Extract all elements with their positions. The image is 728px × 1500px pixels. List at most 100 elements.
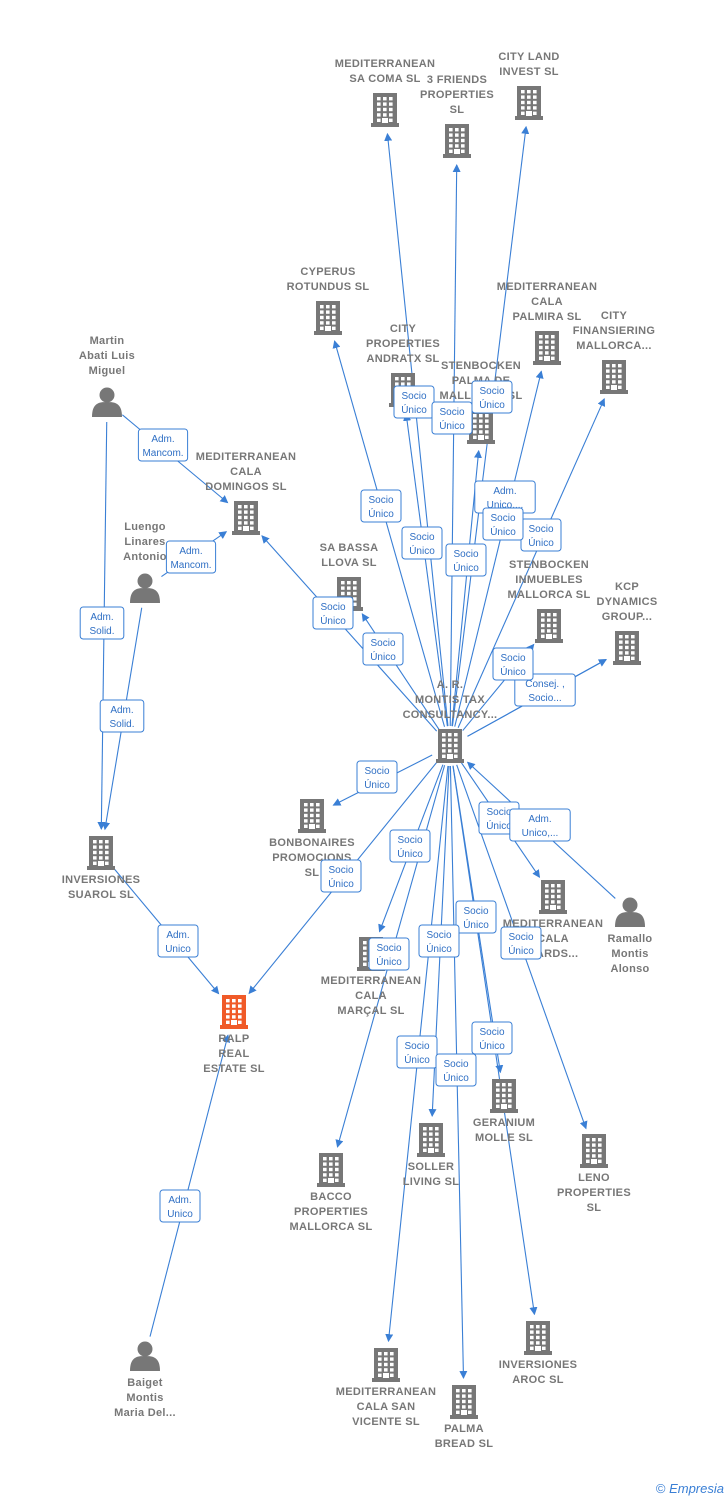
node-label: PALMIRA SL — [513, 311, 582, 323]
relation-text: Socio — [439, 407, 464, 418]
node-label: GERANIUM — [473, 1117, 535, 1129]
node-cityfin[interactable]: CITYFINANSIERINGMALLORCA... — [573, 310, 655, 394]
relation-text: Socio — [320, 602, 345, 613]
relation-label-adm-mancom[interactable]: Adm.Mancom. — [165, 540, 217, 574]
relation-text: Único — [368, 507, 394, 520]
building-icon — [371, 93, 399, 127]
building-icon — [436, 729, 464, 763]
relation-label-adm-solid[interactable]: Adm.Solid. — [79, 606, 125, 640]
relation-text: Unico — [165, 944, 191, 955]
relation-text: Único — [364, 778, 390, 791]
node-caladom[interactable]: MEDITERRANEAN CALA DOMINGOS SL — [196, 451, 296, 535]
node-label: RALP — [218, 1033, 249, 1045]
node-label: CALA — [537, 933, 569, 945]
node-kcp[interactable]: KCPDYNAMICSGROUP... — [596, 581, 657, 665]
relation-label-consej-socio[interactable]: Consej. ,Socio... — [514, 673, 576, 707]
building-icon — [613, 631, 641, 665]
brand-logo: Empresia — [669, 1481, 724, 1496]
node-calabards[interactable]: MEDITERRANEANCALABARDS... — [503, 880, 603, 960]
relation-text: Socio — [500, 653, 525, 664]
node-label: A. R. — [437, 679, 464, 691]
building-icon — [220, 995, 248, 1029]
node-label: CALA SAN — [357, 1401, 416, 1413]
node-cyperus[interactable]: CYPERUS ROTUNDUS SL — [287, 266, 370, 335]
node-label: LENO — [578, 1172, 610, 1184]
relation-text: Adm. — [90, 612, 113, 623]
node-label: MEDITERRANEAN — [196, 451, 296, 463]
relation-label-adm-mancom[interactable]: Adm.Mancom. — [137, 428, 189, 462]
relation-text: Mancom. — [142, 448, 183, 459]
edge-montis-stenpalma — [451, 449, 482, 727]
relation-text: Socio — [486, 807, 511, 818]
relation-text: Socio — [443, 1059, 468, 1070]
relation-label-adm-solid[interactable]: Adm.Solid. — [99, 699, 145, 733]
edge-montis-calapalmira — [454, 370, 544, 727]
node-label: PROPERTIES — [557, 1187, 631, 1199]
relation-text: Adm. — [528, 814, 551, 825]
edge-montis-cityfin — [457, 398, 606, 728]
relation-text: Único — [479, 398, 505, 411]
relation-text: Socio — [528, 524, 553, 535]
node-montis[interactable]: A. R.MONTIS TAXCONSULTANCY... — [403, 679, 498, 763]
building-icon — [443, 124, 471, 158]
building-icon — [539, 880, 567, 914]
node-label: INVEST SL — [499, 66, 559, 78]
relation-label-adm-unico[interactable]: Adm.Unico — [157, 924, 199, 958]
node-label: STENBOCKEN — [509, 559, 589, 571]
relation-text: Solid. — [109, 719, 134, 730]
footer-brand[interactable]: © Empresia — [656, 1481, 724, 1496]
relation-text: Unico — [167, 1209, 193, 1220]
edge-montis-cityprop — [403, 412, 448, 727]
relation-label-adm-unico[interactable]: Adm.Unico,... — [509, 808, 571, 842]
node-label: CYPERUS — [300, 266, 355, 278]
relation-label-adm-unico[interactable]: Adm.Unico — [159, 1189, 201, 1223]
node-label: CALA — [230, 466, 262, 478]
node-label: SOLLER — [408, 1161, 454, 1173]
node-label: ROTUNDUS SL — [287, 281, 370, 293]
node-label: Martin — [90, 335, 125, 347]
node-label: DOMINGOS SL — [205, 481, 287, 493]
node-label: PROPERTIES — [366, 338, 440, 350]
building-icon — [524, 1321, 552, 1355]
